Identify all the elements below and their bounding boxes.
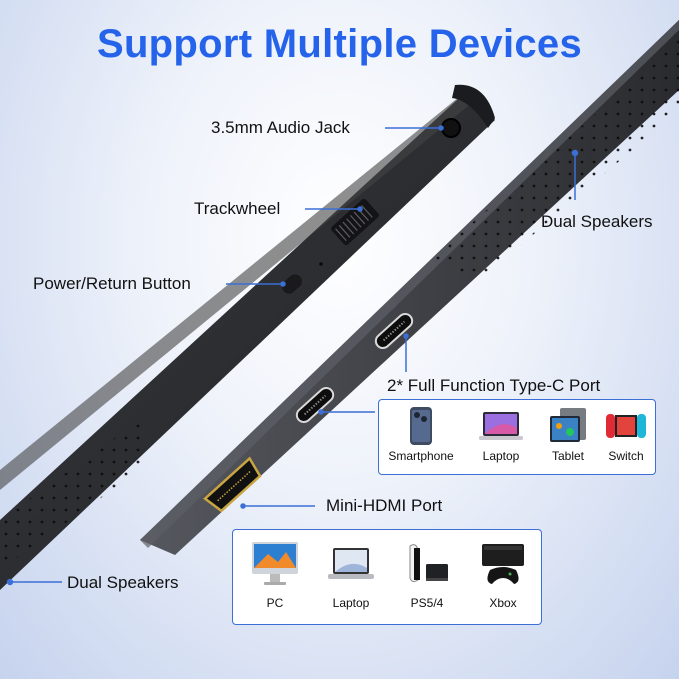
type-c-devices-panel: Smartphone Laptop Tablet Switch [378,399,656,475]
xbox-icon [482,544,524,584]
type-c-label: 2* Full Function Type-C Port [387,376,601,395]
device-tablet: Tablet [539,406,597,463]
usb-c-port-upper [374,312,414,350]
desktop-pc-icon [252,542,298,585]
audio-jack-label: 3.5mm Audio Jack [211,118,350,137]
hdmi-devices-panel: PC Laptop PS5/4 Xbox [232,529,542,625]
playstation-icon [409,544,448,583]
device-laptop-hdmi: Laptop [313,540,389,610]
device-xbox: Xbox [465,540,541,610]
device-smartphone: Smartphone [383,406,459,463]
audio-jack [441,118,461,138]
power-button-label: Power/Return Button [33,274,191,293]
device-switch: Switch [597,406,655,463]
device-playstation: PS5/4 [389,540,465,610]
tablet-icon [550,408,586,442]
panel-corner [452,84,495,128]
laptop-icon [479,412,523,440]
smartphone-icon [410,407,432,445]
right-panel-strip [140,20,679,555]
indicator-hole [319,262,323,266]
device-pc: PC [237,540,313,610]
dual-speakers-top-label: Dual Speakers [541,212,653,231]
mini-hdmi-label: Mini-HDMI Port [326,496,443,515]
trackwheel-label: Trackwheel [194,199,281,218]
dual-speakers-bottom-label: Dual Speakers [67,573,179,592]
power-button [282,274,302,294]
leader-lines [6,125,579,586]
trackwheel [331,198,379,246]
laptop-icon [328,548,374,579]
mini-hdmi-port [203,456,262,513]
game-console-icon [606,414,646,438]
page-title: Support Multiple Devices [96,22,583,66]
device-laptop-typec: Laptop [463,406,539,463]
